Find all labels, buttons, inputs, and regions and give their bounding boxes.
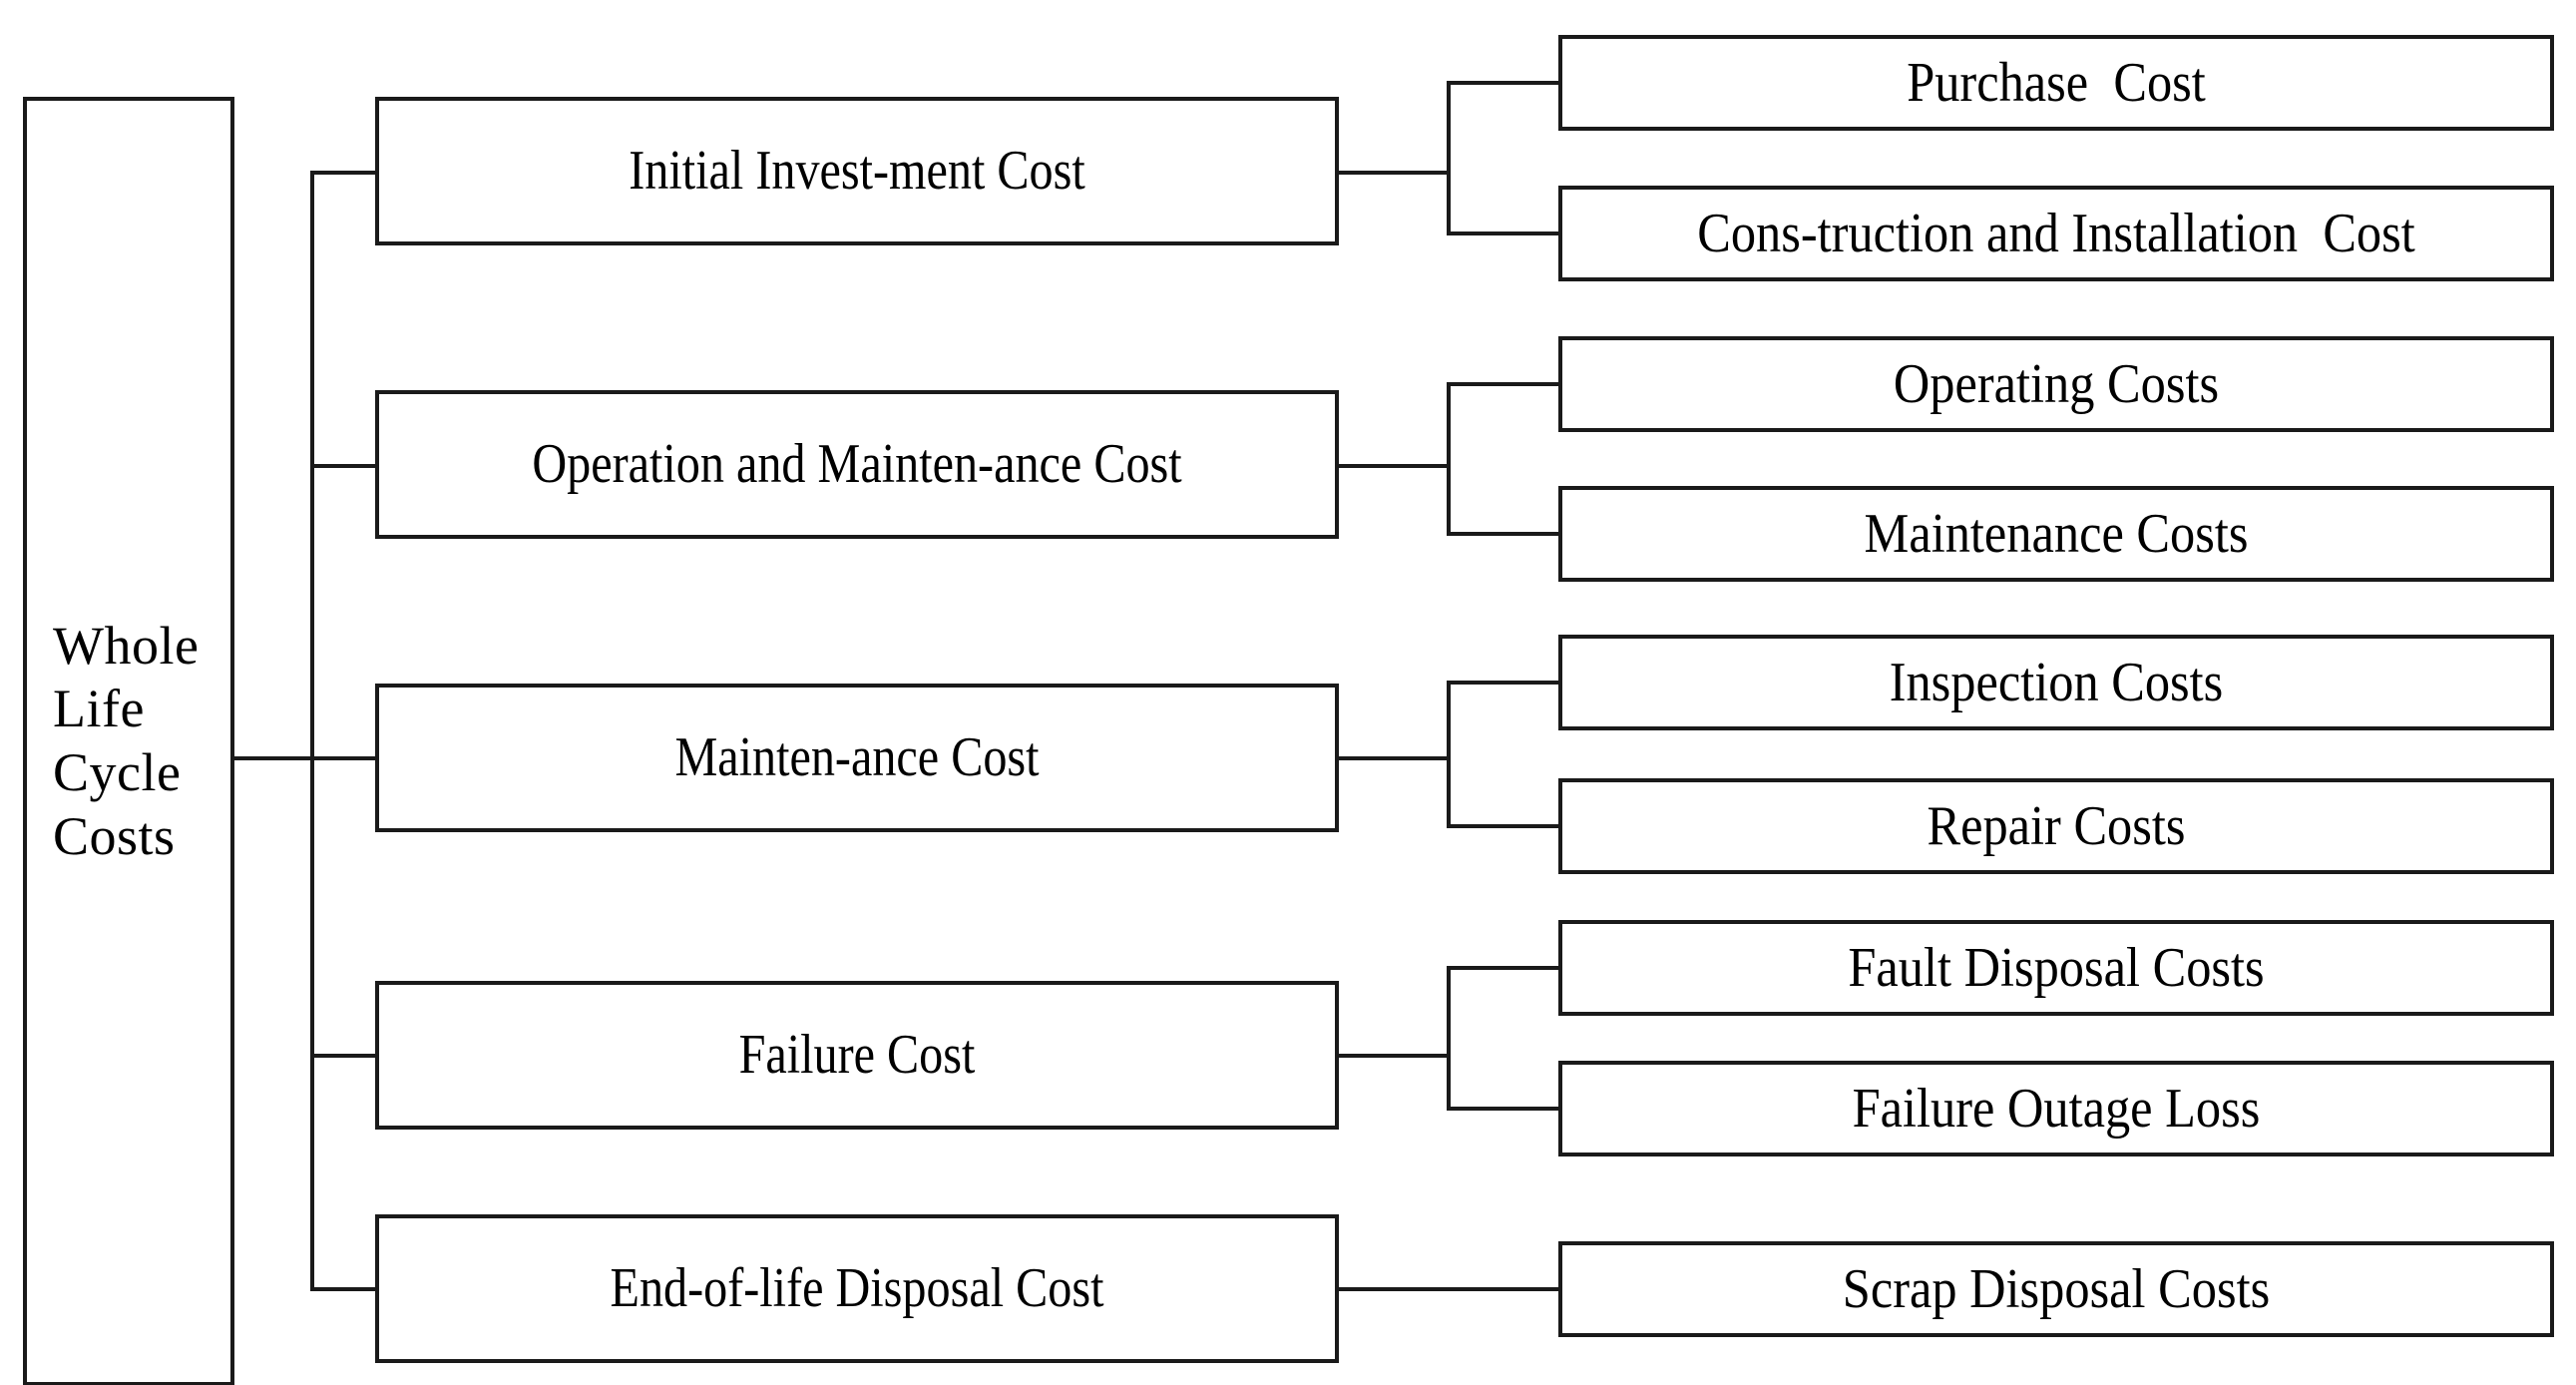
connector-subtrunk-initial-investment bbox=[1447, 81, 1451, 235]
connector-end-of-life-to-scrap-disposal-costs bbox=[1337, 1287, 1560, 1291]
connector-trunk-to-operation-maintenance bbox=[310, 464, 377, 468]
connector-main-trunk bbox=[310, 173, 314, 1291]
node-maintenance-cost[interactable]: Mainten-ance Cost bbox=[375, 684, 1339, 832]
node-end-of-life-disposal-cost[interactable]: End-of-life Disposal Cost bbox=[375, 1214, 1339, 1363]
node-fault-disposal-costs-label: Fault Disposal Costs bbox=[1848, 936, 2265, 999]
node-fault-disposal-costs[interactable]: Fault Disposal Costs bbox=[1558, 920, 2554, 1016]
node-purchase-cost-label: Purchase Cost bbox=[1907, 51, 2206, 114]
node-failure-cost-label: Failure Cost bbox=[738, 1024, 976, 1087]
connector-trunk-to-maintenance bbox=[310, 756, 377, 760]
node-initial-investment-cost[interactable]: Initial Invest-ment Cost bbox=[375, 97, 1339, 245]
connector-trunk-to-end-of-life bbox=[310, 1287, 377, 1291]
node-end-of-life-disposal-cost-label: End-of-life Disposal Cost bbox=[610, 1257, 1104, 1320]
node-operating-costs-label: Operating Costs bbox=[1893, 352, 2220, 415]
connector-subtrunk-failure bbox=[1447, 966, 1451, 1107]
node-scrap-disposal-costs-label: Scrap Disposal Costs bbox=[1842, 1257, 2271, 1320]
connector-subtrunk-to-operating-costs bbox=[1447, 382, 1560, 386]
connector-operation-maintenance-to-subtrunk bbox=[1337, 464, 1451, 468]
node-initial-investment-cost-label: Initial Invest-ment Cost bbox=[629, 140, 1085, 203]
connector-subtrunk-to-repair-costs bbox=[1447, 824, 1560, 828]
node-inspection-costs-label: Inspection Costs bbox=[1889, 651, 2224, 713]
node-construction-and-installation-cost[interactable]: Cons-truction and Installation Cost bbox=[1558, 186, 2554, 281]
node-root-label: Whole Life Cycle Costs bbox=[53, 615, 200, 866]
node-repair-costs[interactable]: Repair Costs bbox=[1558, 778, 2554, 874]
connector-trunk-to-failure bbox=[310, 1054, 377, 1058]
connector-subtrunk-to-failure-outage-loss bbox=[1447, 1107, 1560, 1111]
node-operating-costs[interactable]: Operating Costs bbox=[1558, 336, 2554, 432]
node-repair-costs-label: Repair Costs bbox=[1927, 794, 2186, 857]
node-scrap-disposal-costs[interactable]: Scrap Disposal Costs bbox=[1558, 1241, 2554, 1337]
node-failure-cost[interactable]: Failure Cost bbox=[375, 981, 1339, 1130]
connector-failure-to-subtrunk bbox=[1337, 1054, 1451, 1058]
node-root-whole-life-cycle-costs[interactable]: Whole Life Cycle Costs bbox=[23, 97, 234, 1385]
node-failure-outage-loss-label: Failure Outage Loss bbox=[1852, 1077, 2261, 1140]
node-inspection-costs[interactable]: Inspection Costs bbox=[1558, 635, 2554, 730]
node-construction-and-installation-cost-label: Cons-truction and Installation Cost bbox=[1697, 202, 2415, 264]
node-failure-outage-loss[interactable]: Failure Outage Loss bbox=[1558, 1061, 2554, 1156]
connector-root-stub bbox=[234, 756, 314, 760]
node-operation-and-maintenance-cost-label: Operation and Mainten-ance Cost bbox=[532, 433, 1182, 496]
connector-subtrunk-to-purchase-cost bbox=[1447, 81, 1560, 85]
connector-subtrunk-operation-maintenance bbox=[1447, 382, 1451, 532]
node-maintenance-cost-label: Mainten-ance Cost bbox=[674, 726, 1040, 789]
connector-maintenance-to-subtrunk bbox=[1337, 756, 1451, 760]
node-purchase-cost[interactable]: Purchase Cost bbox=[1558, 35, 2554, 131]
connector-subtrunk-maintenance bbox=[1447, 681, 1451, 824]
connector-trunk-to-initial-investment bbox=[310, 171, 377, 175]
node-operation-and-maintenance-cost[interactable]: Operation and Mainten-ance Cost bbox=[375, 390, 1339, 539]
connector-initial-investment-to-subtrunk bbox=[1337, 171, 1451, 175]
connector-subtrunk-to-maintenance-costs bbox=[1447, 532, 1560, 536]
node-maintenance-costs[interactable]: Maintenance Costs bbox=[1558, 486, 2554, 582]
connector-subtrunk-to-construction-cost bbox=[1447, 231, 1560, 235]
connector-subtrunk-to-fault-disposal-costs bbox=[1447, 966, 1560, 970]
node-maintenance-costs-label: Maintenance Costs bbox=[1864, 502, 2249, 565]
connector-subtrunk-to-inspection-costs bbox=[1447, 681, 1560, 685]
